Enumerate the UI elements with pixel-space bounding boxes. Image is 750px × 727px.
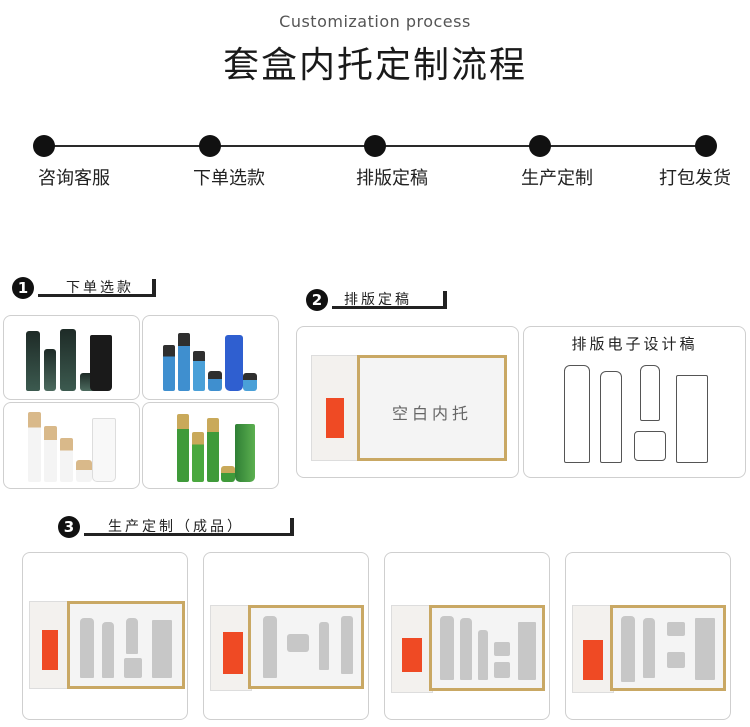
section-number-badge: 3: [58, 516, 80, 538]
finished-tray-card-2[interactable]: [203, 552, 369, 720]
white-bamboo-bottle-set-image: [28, 406, 120, 482]
blue-bottle-set-image: [163, 321, 259, 391]
finished-tray-card-1[interactable]: [22, 552, 188, 720]
product-card-black-set[interactable]: [3, 315, 140, 400]
blank-tray-card[interactable]: 空白内托: [296, 326, 519, 478]
box-lid: [210, 605, 252, 691]
sketch-tube-outline: [676, 375, 708, 463]
box-lid: [391, 605, 433, 693]
product-card-blue-set[interactable]: [142, 315, 279, 400]
box-lid: [572, 605, 614, 693]
timeline-label-1: 咨询客服: [38, 168, 110, 189]
box-lid: [29, 601, 71, 689]
red-logo-block: [326, 398, 344, 438]
box-lid: [311, 355, 359, 461]
layout-sketch-card[interactable]: 排版电子设计稿: [523, 326, 746, 478]
section-tag-3: 3 生产定制（成品）: [58, 516, 298, 538]
timeline-dot-2: [199, 135, 221, 157]
black-bottle-set-image: [26, 321, 118, 391]
timeline-label-2: 下单选款: [193, 168, 265, 189]
finished-tray-card-4[interactable]: [565, 552, 731, 720]
section-title: 排版定稿: [332, 291, 447, 309]
page-title: 套盒内托定制流程: [222, 45, 527, 86]
sketch-bottle-outline: [640, 365, 660, 421]
section-title: 下单选款: [38, 279, 156, 297]
section-number-badge: 2: [306, 289, 328, 311]
layout-sketch-title: 排版电子设计稿: [571, 335, 698, 353]
sketch-bottle-outline: [564, 365, 590, 463]
blank-tray-label: 空白内托: [391, 404, 472, 423]
red-logo-block: [42, 630, 58, 670]
finished-tray: [67, 601, 185, 689]
blank-tray: 空白内托: [357, 355, 507, 461]
timeline-label-5: 打包发货: [659, 168, 731, 189]
section-title: 生产定制（成品）: [84, 518, 294, 536]
timeline-label-4: 生产定制: [521, 168, 593, 189]
green-bottle-set-image: [177, 406, 257, 482]
red-logo-block: [223, 632, 243, 674]
finished-tray-card-3[interactable]: [384, 552, 550, 720]
finished-tray: [248, 605, 364, 689]
timeline-dot-5: [695, 135, 717, 157]
timeline-dot-3: [364, 135, 386, 157]
timeline-label-3: 排版定稿: [356, 168, 428, 189]
timeline-dot-4: [529, 135, 551, 157]
subtitle: Customization process: [279, 12, 471, 31]
section-tag-2: 2 排版定稿: [306, 289, 451, 311]
sketch-bottle-outline: [600, 371, 622, 463]
finished-tray: [610, 605, 726, 691]
layout-sketch-drawing: [564, 361, 710, 465]
timeline-dot-1: [33, 135, 55, 157]
section-tag-1: 1 下单选款: [12, 277, 162, 299]
finished-tray: [429, 605, 545, 691]
sketch-jar-outline: [634, 431, 666, 461]
red-logo-block: [402, 638, 422, 672]
section-number-badge: 1: [12, 277, 34, 299]
red-logo-block: [583, 640, 603, 680]
product-card-green-set[interactable]: [142, 402, 279, 489]
product-card-white-bamboo-set[interactable]: [3, 402, 140, 489]
